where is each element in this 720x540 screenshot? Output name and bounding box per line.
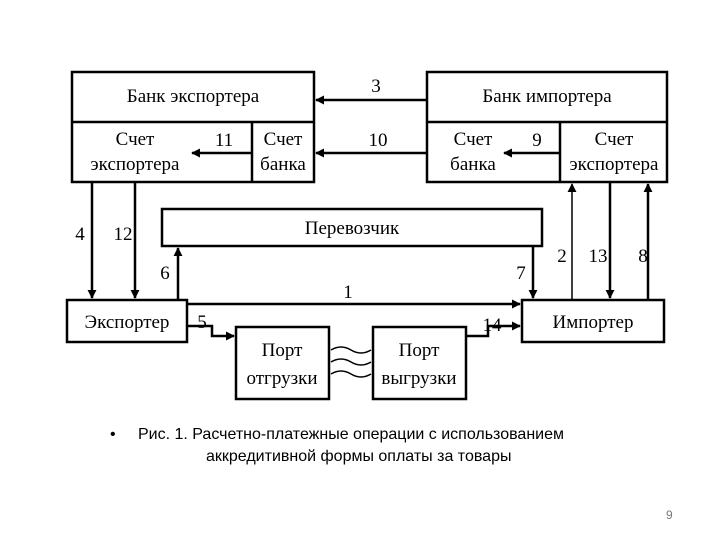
flow-label-9: 9	[532, 130, 542, 151]
port-unload-block: Порт выгрузки	[371, 325, 468, 401]
port-shipment-label: Порт	[262, 340, 303, 361]
importer-side-account-label-2: экспортера	[570, 154, 659, 175]
bank-account-right-label: Счет	[454, 129, 493, 150]
port-shipment-block: Порт отгрузки	[234, 325, 331, 401]
importer-side-account-label: Счет	[595, 129, 634, 150]
exporter-account-label-2: экспортера	[91, 154, 180, 175]
flow-label-1: 1	[343, 282, 353, 303]
payment-flow-diagram: Банк экспортера Счет экспортера Счет бан…	[65, 70, 669, 401]
page-number: 9	[666, 508, 673, 522]
bank-importer-label: Банк импортера	[482, 86, 612, 107]
flow-label-13: 13	[589, 246, 608, 267]
flow-label-2: 2	[557, 246, 567, 267]
bank-account-left-label-2: банка	[260, 154, 306, 175]
flow-label-12: 12	[114, 224, 133, 245]
caption-bullet: •	[110, 426, 116, 443]
exporter-block: Экспортер	[65, 298, 189, 344]
bank-exporter-label: Банк экспортера	[127, 86, 260, 107]
flow-label-11: 11	[215, 130, 233, 151]
flow-label-7: 7	[516, 263, 526, 284]
sea-waves-icon	[330, 346, 372, 378]
flow-label-6: 6	[160, 263, 170, 284]
port-shipment-label-2: отгрузки	[247, 368, 318, 389]
flow-arrow-5	[187, 324, 235, 341]
bank-importer-block: Банк импортера Счет банка Счет экспортер…	[425, 70, 669, 184]
bank-account-left-label: Счет	[264, 129, 303, 150]
flow-label-14: 14	[483, 315, 503, 336]
caption-line-2: аккредитивной формы оплаты за товары	[206, 448, 512, 465]
flow-label-8: 8	[638, 246, 648, 267]
caption-line-1: Рис. 1. Расчетно-платежные операции с ис…	[138, 426, 564, 443]
importer-label: Импортер	[553, 312, 634, 333]
flow-label-10: 10	[369, 130, 388, 151]
bank-exporter-block: Банк экспортера Счет экспортера Счет бан…	[70, 70, 316, 184]
importer-block: Импортер	[520, 298, 666, 344]
carrier-label: Перевозчик	[305, 218, 400, 239]
flow-arrow-14	[466, 321, 521, 338]
flow-label-5: 5	[197, 312, 207, 333]
port-unload-label: Порт	[399, 340, 440, 361]
exporter-label: Экспортер	[85, 312, 170, 333]
flow-label-3: 3	[371, 76, 381, 97]
bank-account-right-label-2: банка	[450, 154, 496, 175]
flow-label-4: 4	[75, 224, 85, 245]
carrier-block: Перевозчик	[160, 207, 544, 248]
exporter-account-label: Счет	[116, 129, 155, 150]
port-unload-label-2: выгрузки	[381, 368, 456, 389]
